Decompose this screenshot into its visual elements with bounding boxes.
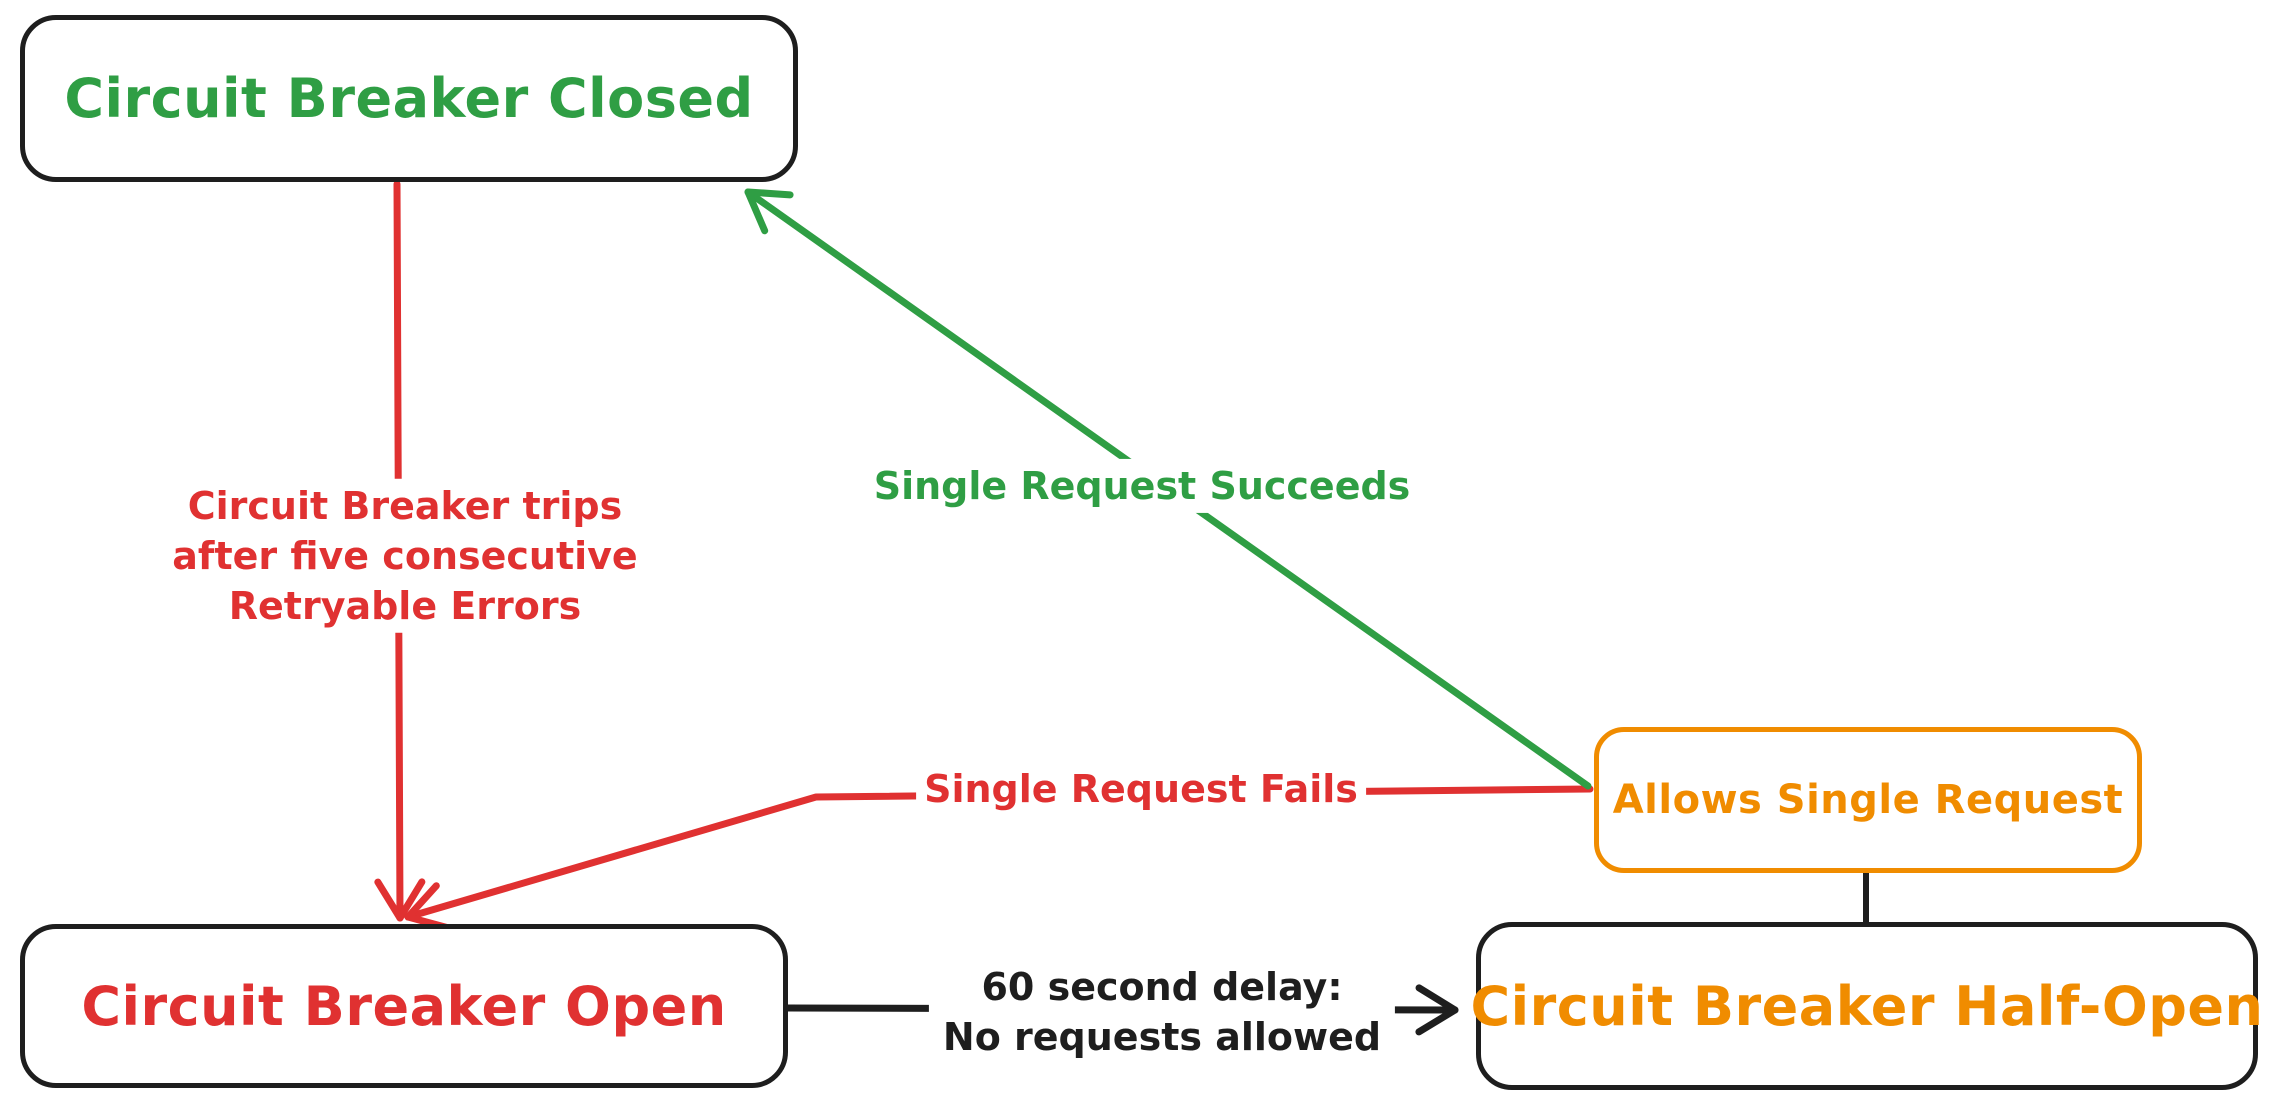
state-open-box: Circuit Breaker Open <box>20 924 788 1088</box>
transition-fail-label: Single Request Fails <box>916 761 1366 817</box>
allows-single-request-box: Allows Single Request <box>1594 727 2142 873</box>
allows-single-request-label: Allows Single Request <box>1612 777 2124 823</box>
transition-trip-label: Circuit Breaker trips after five consecu… <box>158 478 652 634</box>
transition-delay-label: 60 second delay: No requests allowed <box>928 959 1396 1065</box>
state-closed-label: Circuit Breaker Closed <box>64 67 754 130</box>
state-closed-box: Circuit Breaker Closed <box>20 15 798 182</box>
state-half-open-label: Circuit Breaker Half-Open <box>1470 974 2264 1038</box>
state-open-label: Circuit Breaker Open <box>81 974 727 1038</box>
state-half-open-box: Circuit Breaker Half-Open <box>1471 922 2263 1090</box>
transition-succeed-label: Single Request Succeeds <box>859 458 1425 514</box>
